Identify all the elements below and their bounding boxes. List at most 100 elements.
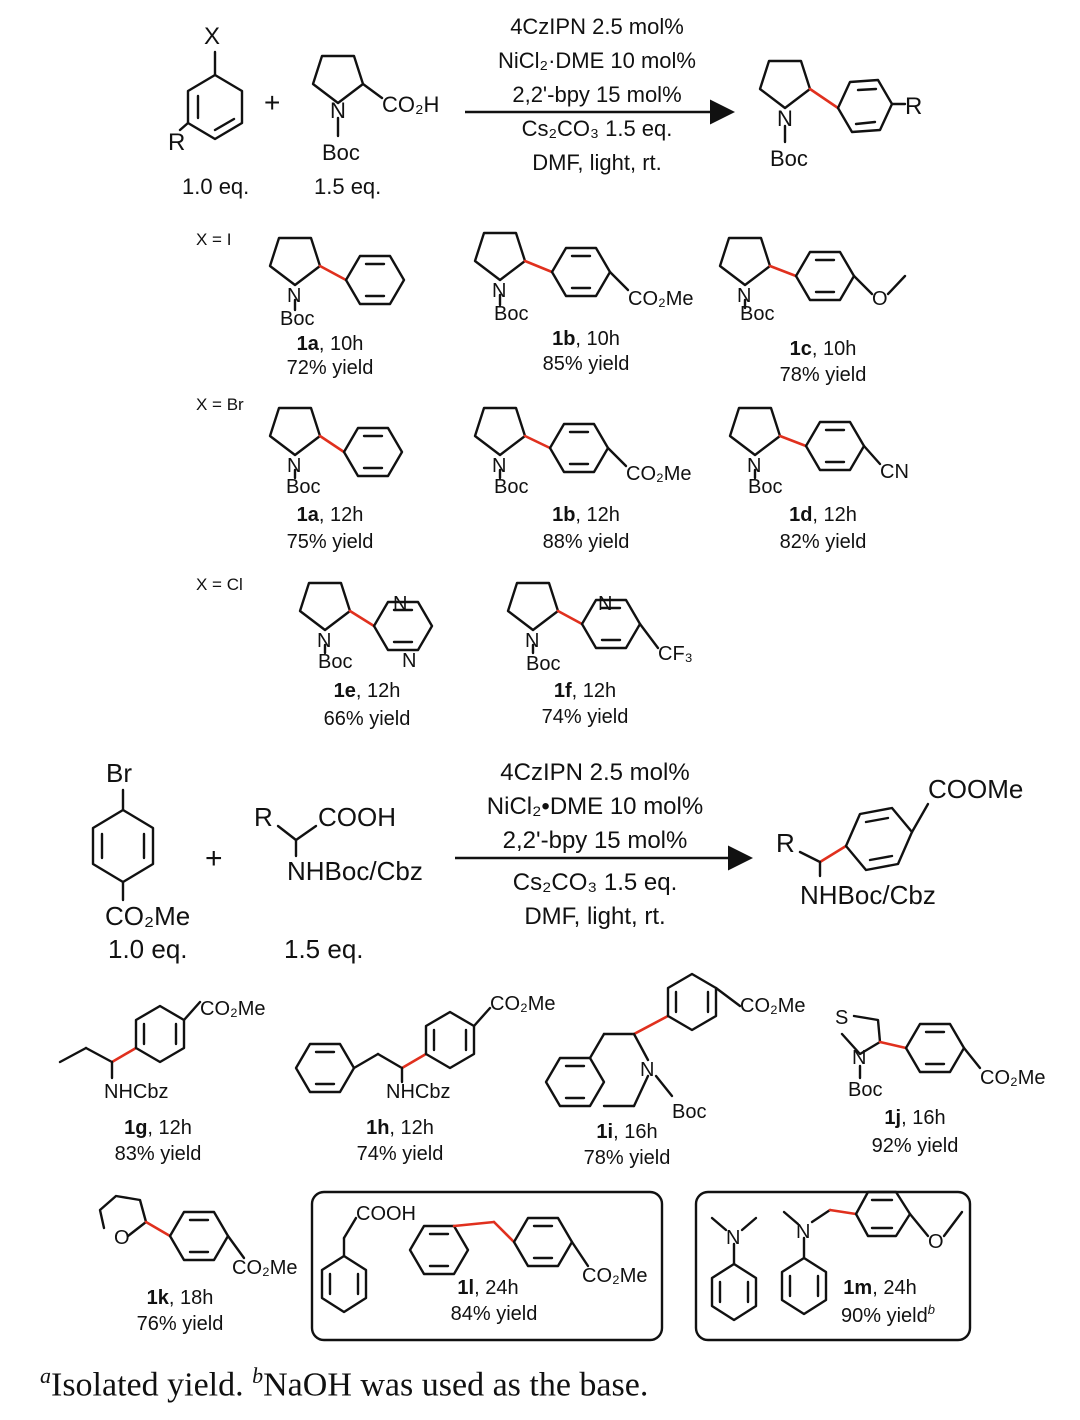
boc-label: Boc bbox=[286, 476, 320, 498]
scheme2: Br CO₂Me 1.0 eq. + R COOH NHBoc/Cbz 1.5 … bbox=[91, 758, 1023, 964]
boc-label: Boc bbox=[740, 303, 774, 325]
substituent-label: CO₂Me bbox=[582, 1265, 648, 1287]
condition-line: NiCl₂·DME 10 mol% bbox=[498, 48, 696, 73]
footnote-mark-a: a bbox=[40, 1363, 51, 1388]
product-nh-label: NHBoc/Cbz bbox=[800, 880, 936, 910]
compound-caption: 1e, 12h bbox=[334, 680, 401, 702]
yield-text: 72% yield bbox=[287, 357, 374, 379]
compound-caption: 1h, 12h bbox=[366, 1117, 434, 1139]
n-label: N bbox=[287, 285, 301, 307]
compound-1g: CO₂Me NHCbz 1g, 12h 83% yield bbox=[58, 998, 266, 1165]
yield-text: 88% yield bbox=[543, 531, 630, 553]
boc-label: Boc bbox=[318, 651, 352, 673]
compound-caption: 1k, 18h bbox=[147, 1287, 214, 1309]
boc-proline-reactant: N CO₂H Boc 1.5 eq. bbox=[311, 54, 439, 199]
product-n-label: N bbox=[777, 106, 793, 131]
compound-caption: 1b, 10h bbox=[552, 328, 620, 350]
plus-sign: + bbox=[264, 87, 280, 118]
yield-text: 85% yield bbox=[543, 353, 630, 375]
compound-caption: 1b, 12h bbox=[552, 504, 620, 526]
substituent-label: CO₂Me bbox=[626, 463, 692, 485]
compound-1a-bromide: N Boc 1a, 12h 75% yield bbox=[268, 406, 404, 553]
substituent-label: CF₃ bbox=[658, 643, 693, 665]
acid-nh-label: NHBoc/Cbz bbox=[287, 856, 423, 886]
condition-line: Cs₂CO₃ 1.5 eq. bbox=[513, 869, 677, 896]
footnote-a-text: Isolated yield. bbox=[51, 1366, 253, 1404]
product-boc-label: Boc bbox=[770, 146, 808, 171]
yield-text: 82% yield bbox=[780, 531, 867, 553]
acid-r-label: R bbox=[254, 802, 273, 832]
compound-1d-bromide: N Boc CN 1d, 12h 82% yield bbox=[728, 406, 909, 553]
compound-1a-iodide: N Boc 1a, 10h 72% yield bbox=[268, 236, 406, 379]
aryl-r-label: R bbox=[168, 129, 185, 156]
amino-acid-reactant: R COOH NHBoc/Cbz 1.5 eq. bbox=[254, 802, 423, 964]
product-2: R NHBoc/Cbz COOMe bbox=[776, 774, 1023, 910]
n-label: N bbox=[852, 1047, 866, 1069]
n-label: N bbox=[525, 630, 539, 652]
product-1: N Boc R bbox=[758, 59, 922, 171]
compound-1l: COOH CO₂Me 1l, 24h 84% yield bbox=[320, 1203, 648, 1325]
yield-text: 66% yield bbox=[324, 708, 411, 730]
acid-co2h-label: CO₂H bbox=[382, 92, 439, 117]
scope1: X = I X = Br X = Cl N Boc 1a, 10h 72% yi… bbox=[196, 230, 909, 730]
substituent-label: CO₂Me bbox=[232, 1257, 298, 1279]
product-r-label: R bbox=[776, 828, 795, 858]
n-label: N bbox=[640, 1059, 654, 1081]
yield-text: 76% yield bbox=[137, 1313, 224, 1335]
yield-text: 74% yield bbox=[357, 1143, 444, 1165]
product-r-label: R bbox=[905, 93, 922, 120]
cooh-label: COOH bbox=[356, 1203, 416, 1225]
n-label: N bbox=[492, 455, 506, 477]
acid-boc-label: Boc bbox=[322, 140, 360, 165]
condition-line: 2,2'-bpy 15 mol% bbox=[512, 82, 681, 107]
compound-caption: 1c, 10h bbox=[790, 338, 857, 360]
boc-label: Boc bbox=[280, 308, 314, 330]
boc-label: Boc bbox=[494, 303, 528, 325]
compound-1b-iodide: N Boc CO₂Me 1b, 10h 85% yield bbox=[473, 231, 694, 375]
boc-label: Boc bbox=[848, 1079, 882, 1101]
br-label: Br bbox=[106, 758, 132, 788]
compound-1c-iodide: N Boc O 1c, 10h 78% yield bbox=[718, 236, 907, 386]
boc-label: Boc bbox=[672, 1101, 706, 1123]
substituent-label: CO₂Me bbox=[200, 998, 266, 1020]
n-label: N bbox=[726, 1227, 740, 1249]
group-label-iodide: X = I bbox=[196, 230, 231, 249]
condition-line: DMF, light, rt. bbox=[524, 903, 665, 930]
product-coome-label: COOMe bbox=[928, 774, 1023, 804]
compound-1l-box bbox=[310, 1190, 664, 1342]
compound-1h: CO₂Me NHCbz 1h, 12h 74% yield bbox=[294, 993, 556, 1165]
acid-equiv-label: 1.5 eq. bbox=[314, 174, 381, 199]
substituent-label: CN bbox=[880, 461, 909, 483]
footnote-mark-b: b bbox=[252, 1363, 264, 1388]
aryl-halide-reactant: X R 1.0 eq. bbox=[168, 23, 249, 199]
compound-1b-bromide: N Boc CO₂Me 1b, 12h 88% yield bbox=[473, 406, 692, 553]
boc-label: Boc bbox=[494, 476, 528, 498]
acid-n-label: N bbox=[330, 98, 346, 123]
compound-1j: S N Boc CO₂Me 1j, 16h 92% yield bbox=[835, 1007, 1046, 1157]
yield-text: 75% yield bbox=[287, 531, 374, 553]
condition-line: NiCl₂•DME 10 mol% bbox=[487, 793, 703, 820]
substituent-label: CO₂Me bbox=[980, 1067, 1046, 1089]
compound-caption: 1f, 12h bbox=[554, 680, 616, 702]
scope2: CO₂Me NHCbz 1g, 12h 83% yield CO₂Me NHCb… bbox=[58, 972, 1046, 1342]
group-label-chloride: X = Cl bbox=[196, 575, 243, 594]
compound-1m-box bbox=[694, 1190, 972, 1342]
substituent-label: CO₂Me bbox=[628, 288, 694, 310]
condition-line: 4CzIPN 2.5 mol% bbox=[500, 759, 689, 786]
s-label: S bbox=[835, 1007, 848, 1029]
compound-1m: N N O 1m, 24h 90% yieldb bbox=[710, 1190, 964, 1327]
ring-n-label: N bbox=[393, 593, 407, 615]
compound-1e-chloride: N N N Boc 1e, 12h 66% yield bbox=[298, 581, 434, 730]
condition-line: Cs₂CO₃ 1.5 eq. bbox=[522, 116, 673, 141]
condition-line: 4CzIPN 2.5 mol% bbox=[510, 14, 684, 39]
condition-line: DMF, light, rt. bbox=[532, 150, 662, 175]
compound-caption: 1l, 24h bbox=[457, 1277, 518, 1299]
aryl-equiv-label: 1.0 eq. bbox=[182, 174, 249, 199]
aryl-bromide-reactant: Br CO₂Me 1.0 eq. bbox=[91, 758, 190, 964]
scheme1: X R 1.0 eq. + N CO₂H Boc 1.5 eq. 4CzIPN … bbox=[168, 14, 922, 199]
compound-caption: 1g, 12h bbox=[124, 1117, 192, 1139]
methoxy-o-label: O bbox=[872, 288, 888, 310]
compound-1i: N Boc CO₂Me 1i, 16h 78% yield bbox=[544, 972, 806, 1169]
n-label: N bbox=[737, 285, 751, 307]
